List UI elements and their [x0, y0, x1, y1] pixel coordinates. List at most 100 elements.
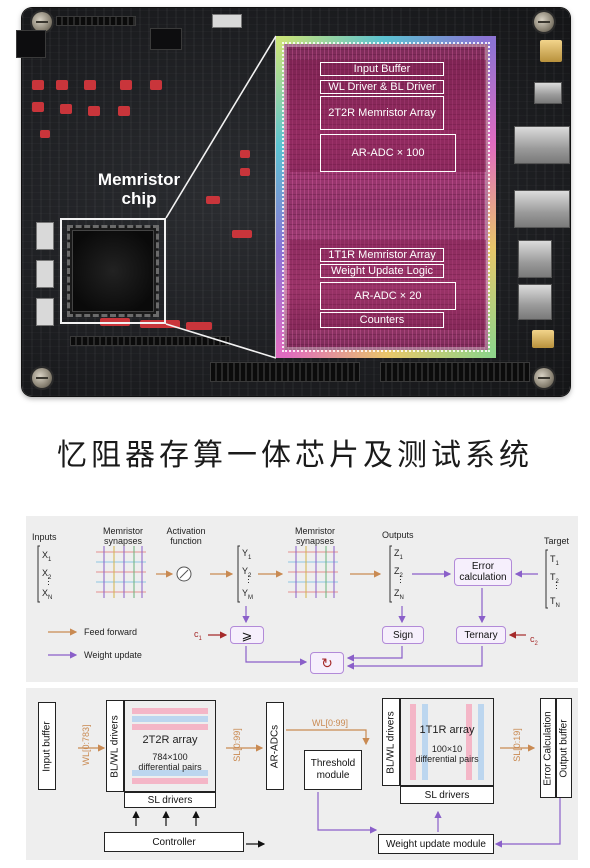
die-1t1r-array: 1T1R Memristor Array — [320, 248, 444, 262]
input-buffer-box: Input buffer — [38, 702, 56, 790]
compare-box: ⩾ — [230, 626, 264, 644]
dots: ⋮ — [552, 580, 561, 590]
die-counters: Counters — [320, 312, 444, 328]
red-jumper — [32, 102, 44, 112]
activation-label: Activation function — [166, 526, 206, 546]
zn-label: ZN — [394, 588, 404, 601]
y2-label: Y2 — [242, 566, 252, 579]
c1-label: c1 — [194, 629, 202, 642]
ternary-box: Ternary — [456, 626, 506, 644]
board-photo: Memristor chip Input Buffer WL Driver & … — [0, 0, 590, 404]
wl-bus2-label: WL[0:99] — [312, 718, 349, 728]
sl-drivers1-box: SL drivers — [124, 792, 216, 808]
usb-port — [514, 190, 570, 228]
red-jumper — [118, 106, 130, 116]
legend-weight-update: Weight update — [84, 650, 142, 660]
x1-label: X1 — [42, 550, 52, 563]
chip-package — [67, 225, 159, 317]
outputs-label: Outputs — [382, 530, 414, 540]
die-adc-20: AR-ADC × 20 — [320, 282, 456, 310]
sl-bus2-label: SL[0:19] — [512, 728, 522, 762]
synapse-grid-2 — [288, 546, 338, 598]
screw-bottom-left — [32, 368, 52, 388]
synapses1-label: Memristor synapses — [103, 526, 143, 546]
red-jumper — [140, 320, 180, 328]
left-connector-white — [36, 260, 54, 288]
synapse-grid-1 — [96, 546, 146, 598]
bottom-pin-header — [380, 362, 530, 382]
array2-title: 1T1R array — [419, 724, 475, 736]
diagram1-graphics — [37, 545, 548, 670]
x2-label: X2 — [42, 568, 52, 581]
y1-label: Y1 — [242, 548, 252, 561]
ar-adcs-box: AR-ADCs — [266, 702, 284, 790]
screw-top-right — [534, 12, 554, 32]
ethernet-port — [518, 284, 552, 320]
left-connector — [16, 30, 46, 58]
ym-label: YM — [242, 588, 254, 601]
small-port — [534, 82, 562, 104]
die-wl-bl-driver: WL Driver & BL Driver — [320, 80, 444, 94]
screw-bottom-right — [534, 368, 554, 388]
top-pin-header — [56, 16, 136, 26]
red-jumper — [206, 196, 220, 204]
bottom-connector — [532, 330, 554, 348]
red-jumper — [32, 80, 44, 90]
t2-label: T2 — [550, 572, 559, 585]
red-jumper — [240, 168, 250, 176]
xn-label: XN — [42, 588, 53, 601]
update-box: ↻ — [310, 652, 344, 674]
red-jumper — [40, 130, 50, 138]
chip-die — [276, 36, 496, 358]
array2-desc: differential pairs — [415, 754, 479, 764]
array2-box — [400, 698, 494, 786]
sl-drivers2-box: SL drivers — [400, 786, 494, 804]
red-jumper — [60, 104, 72, 114]
architecture-diagram: Input buffer WL[0:783] BL/WL drivers 2T2… — [26, 688, 578, 860]
target-label: Target — [544, 536, 570, 546]
training-flow-diagram: Inputs X1 X2 ⋮ XN Memristor synapses Act… — [26, 516, 578, 682]
wl-bus-label: WL[0:783] — [81, 724, 91, 766]
weight-update-module-box: Weight update module — [378, 834, 494, 854]
red-jumper — [186, 322, 212, 330]
ethernet-port — [518, 240, 552, 278]
left-connector-white — [36, 222, 54, 250]
z1-label: Z1 — [394, 548, 403, 561]
drivers2-box: BL/WL drivers — [382, 698, 400, 786]
red-jumper — [240, 150, 250, 158]
red-jumper — [88, 106, 100, 116]
error-calculation-box: Error calculation — [454, 558, 512, 586]
array1-title: 2T2R array — [142, 734, 198, 746]
array1-desc: differential pairs — [138, 762, 202, 772]
red-jumper — [150, 80, 162, 90]
sign-box: Sign — [382, 626, 424, 644]
die-input-buffer: Input Buffer — [320, 62, 444, 76]
array1-stripes — [132, 708, 208, 784]
page-title: 忆阻器存算一体芯片及测试系统 — [57, 438, 533, 473]
chip-label: Memristor chip — [97, 170, 181, 208]
inputs-label: Inputs — [32, 532, 57, 542]
red-jumper — [232, 230, 252, 238]
output-buffer-box: Output buffer — [556, 698, 572, 798]
array2-size: 100×10 — [431, 744, 463, 754]
red-jumper — [56, 80, 68, 90]
t1-label: T1 — [550, 554, 559, 567]
die-region — [290, 60, 486, 172]
top-chip — [150, 28, 182, 50]
c2-label: c2 — [530, 634, 538, 647]
sl-bus1-label: SL[0:99] — [232, 728, 242, 762]
array1-box — [124, 700, 216, 792]
screw-top-left — [32, 12, 52, 32]
array2-stripes — [410, 704, 484, 780]
error-calc-box: Error Calculation — [540, 698, 556, 798]
left-connector-white — [36, 298, 54, 326]
usb-port — [514, 126, 570, 164]
array1-size: 784×100 — [152, 752, 188, 762]
dots: ⋮ — [396, 574, 405, 584]
chip-highlight-box — [60, 218, 166, 324]
drivers1-box: BL/WL drivers — [106, 700, 124, 792]
red-jumper — [84, 80, 96, 90]
threshold-module-box: Threshold module — [304, 750, 362, 790]
die-adc-100: AR-ADC × 100 — [320, 134, 456, 172]
dots: ⋮ — [244, 574, 253, 584]
